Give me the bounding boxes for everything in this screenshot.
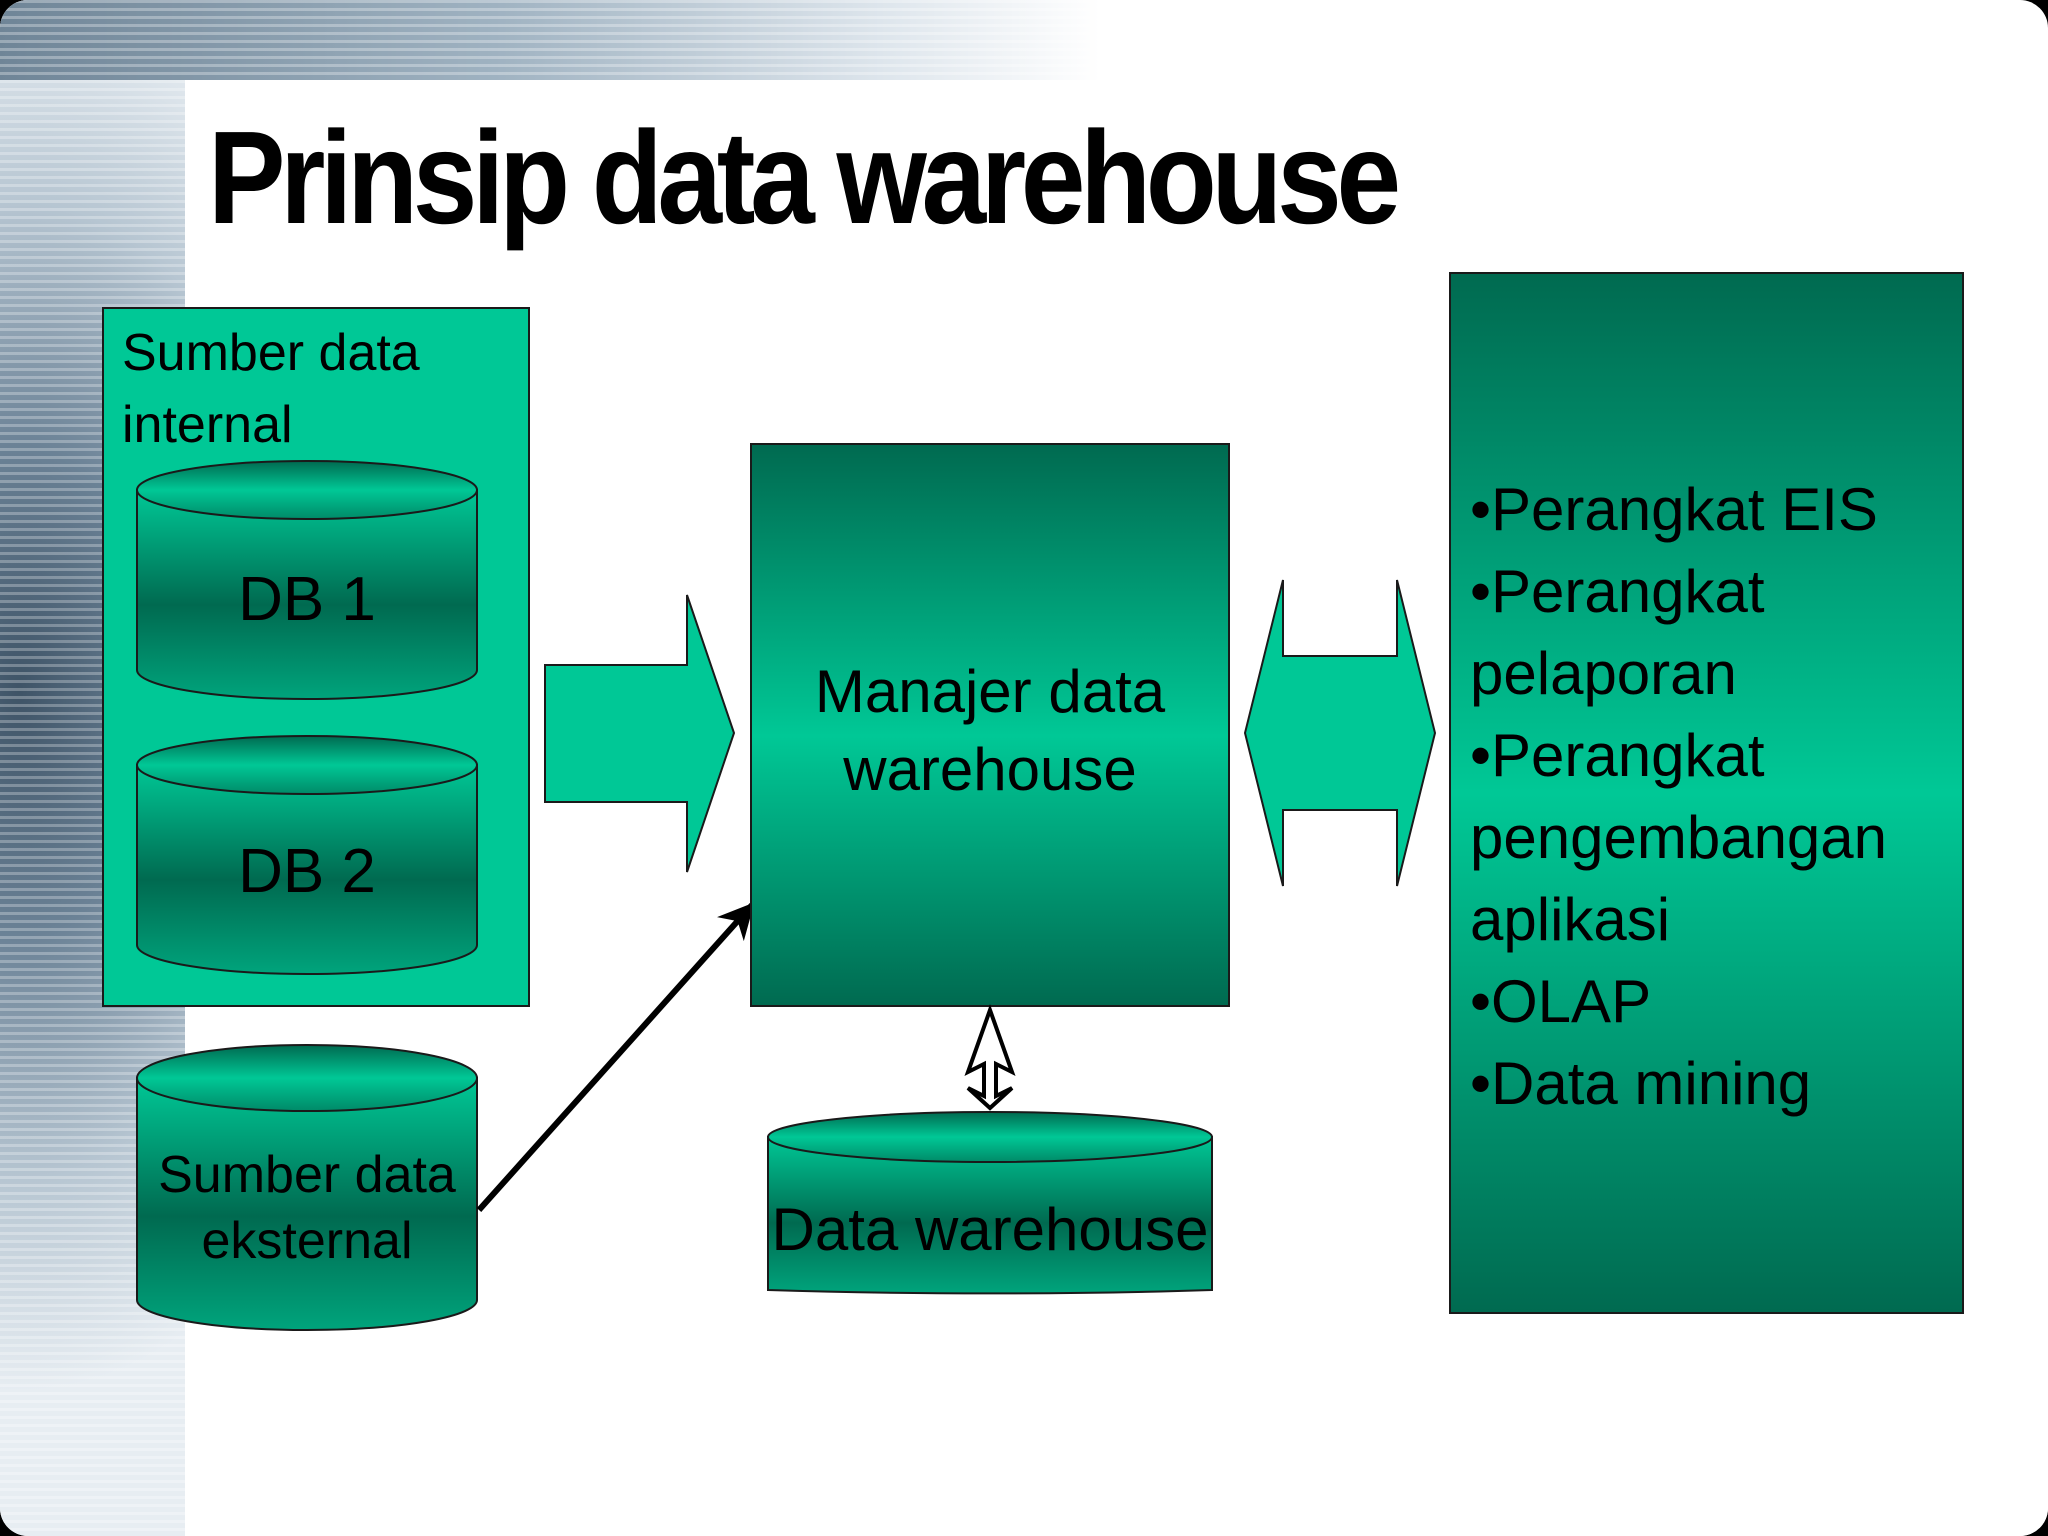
external-source-cylinder: Sumber data eksternal — [136, 1044, 478, 1331]
manager-label-line2: warehouse — [842, 736, 1137, 803]
tools-list-item: •Perangkat — [1470, 558, 1765, 625]
data-warehouse-cylinder: Data warehouse — [767, 1111, 1213, 1295]
tools-list: •Perangkat EIS •Perangkat pelaporan •Per… — [1470, 476, 1887, 1117]
internal-sources-label-line2: internal — [122, 396, 293, 454]
arrow-external-to-manager — [476, 902, 755, 1213]
tools-list-item: aplikasi — [1470, 886, 1670, 953]
arrow-manager-to-tools — [1243, 579, 1437, 887]
tools-list-item: •Perangkat — [1470, 722, 1765, 789]
arrow-manager-to-warehouse — [964, 1004, 1016, 1111]
external-source-label-line2: eksternal — [202, 1212, 413, 1270]
internal-sources-label-line1: Sumber data — [122, 324, 420, 382]
db1-cylinder: DB 1 — [136, 460, 478, 700]
db1-label: DB 1 — [238, 565, 376, 634]
data-warehouse-label: Data warehouse — [772, 1196, 1209, 1263]
arrow-internal-to-manager — [544, 594, 736, 873]
db2-label: DB 2 — [238, 837, 376, 906]
manager-box — [750, 443, 1230, 1007]
tools-list-item: pengembangan — [1470, 804, 1887, 871]
external-source-label-line1: Sumber data — [158, 1146, 456, 1204]
tools-list-item: pelaporan — [1470, 640, 1737, 707]
tools-list-item: •Data mining — [1470, 1050, 1811, 1117]
db2-cylinder: DB 2 — [136, 735, 478, 975]
slide-title: Prinsip data warehouse — [208, 104, 1401, 251]
manager-label-line1: Manajer data — [815, 658, 1166, 725]
tools-box — [1449, 272, 1964, 1314]
tools-list-item: •OLAP — [1470, 968, 1651, 1035]
tools-list-item: •Perangkat EIS — [1470, 476, 1878, 543]
background-top-decoration — [0, 0, 1100, 80]
